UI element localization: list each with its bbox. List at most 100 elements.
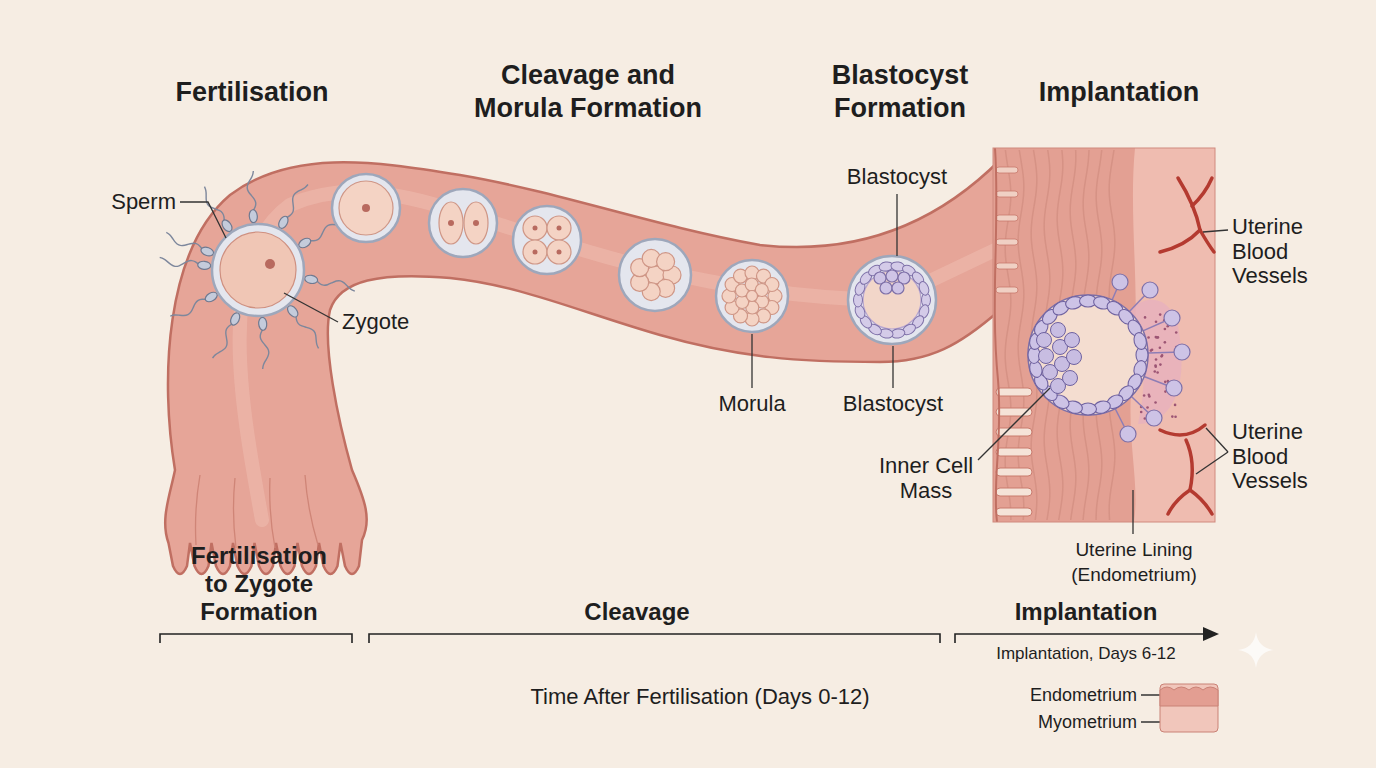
stipple-dot	[1175, 331, 1178, 334]
leader-line	[1203, 230, 1228, 232]
stipple-dot	[1143, 394, 1146, 397]
stipple-dot	[1155, 358, 1158, 361]
timeline-bracket	[369, 634, 940, 643]
nucleus	[533, 250, 538, 255]
uterine-wall	[993, 148, 1215, 522]
trophoblast-bulb	[1120, 426, 1136, 442]
part-label: Zygote	[342, 309, 452, 335]
blastomere	[464, 202, 488, 244]
sperm-tail	[247, 171, 256, 211]
stipple-dot	[1140, 411, 1143, 414]
blastomere	[439, 202, 463, 244]
fimbria-fold	[270, 478, 275, 548]
zona-pellucida	[716, 260, 788, 332]
stipple-dot	[1154, 401, 1157, 404]
blood-vessel	[1192, 178, 1212, 206]
blood-vessel	[1200, 230, 1214, 252]
blastomere	[547, 216, 571, 240]
part-label: Uterine Blood Vessels	[1232, 215, 1344, 289]
sperm-head	[200, 246, 215, 258]
trophoblast-cell	[917, 280, 930, 296]
sperm-tail	[160, 257, 200, 266]
embryo	[212, 174, 936, 344]
uterine-gland	[996, 287, 1018, 293]
tube-wall	[165, 160, 1000, 574]
timeline-bracket	[160, 627, 1219, 643]
stipple-dot	[1155, 320, 1158, 323]
leader-line	[1196, 452, 1228, 474]
zygote-cell	[220, 232, 296, 308]
nucleus	[265, 259, 275, 269]
uterine-gland	[996, 239, 1018, 245]
stage-heading: Cleavage and Morula Formation	[463, 59, 713, 125]
trophoblast-bulb	[1164, 310, 1180, 326]
inner-cell-mass	[1051, 323, 1066, 338]
inner-cell-mass	[1063, 371, 1078, 386]
uterine-gland	[996, 448, 1032, 456]
stipple-dot	[1144, 316, 1147, 319]
sperm-tail	[170, 299, 207, 316]
nucleus	[473, 220, 479, 226]
uterine-gland	[996, 263, 1018, 269]
nucleus	[557, 226, 562, 231]
tissue-key	[1160, 684, 1218, 732]
zona-pellucida	[332, 174, 400, 242]
uterine-gland	[996, 388, 1032, 396]
uterine-outline	[993, 148, 1215, 522]
uterine-gland	[996, 468, 1032, 476]
part-label: Uterine Lining (Endometrium)	[1049, 537, 1219, 587]
zona-pellucida	[429, 189, 497, 257]
inner-cell-mass	[1039, 349, 1054, 364]
key-label: Endometrium	[987, 684, 1137, 706]
myometrium-sample	[1160, 684, 1218, 732]
leader-line	[1206, 428, 1228, 452]
sperm-tail	[260, 329, 269, 369]
arrowhead	[1203, 627, 1219, 641]
uterine-gland	[996, 167, 1018, 173]
stipple-dot	[1154, 364, 1157, 367]
uterine-lumen-edge	[995, 148, 1000, 522]
sperm-tail	[286, 184, 308, 217]
blood-vessel	[1160, 425, 1205, 435]
uterine-gland	[996, 215, 1018, 221]
stipple-dot	[1174, 415, 1177, 418]
sperm-tail	[166, 232, 202, 249]
timeline-arrow	[955, 634, 1206, 643]
stipple-dot	[1159, 313, 1162, 316]
stipple-dot	[1146, 406, 1149, 409]
endometrium-texture	[1018, 150, 1024, 520]
fimbria-fold	[196, 475, 201, 545]
leader-line	[284, 293, 338, 322]
sperm-head	[249, 209, 258, 223]
stipple-dot	[1156, 371, 1159, 374]
stipple-dot	[1159, 363, 1162, 366]
uterine-gland	[996, 508, 1032, 516]
sperm-head	[197, 261, 211, 270]
part-label: Sperm	[86, 189, 176, 215]
fimbria-fold	[233, 478, 236, 548]
fallopian-tube	[165, 160, 1000, 574]
stage-heading: Implantation	[1004, 76, 1234, 108]
nucleus	[362, 204, 370, 212]
key-label: Myometrium	[987, 711, 1137, 733]
stipple-dot	[1161, 354, 1164, 357]
zona-pellucida	[619, 239, 691, 311]
blood-vessel	[1168, 490, 1190, 514]
stipple-dot	[1148, 393, 1151, 396]
phase-label: Fertilisation to Zygote Formation	[184, 542, 334, 626]
leader-line	[751, 334, 752, 388]
stipple-dot	[1164, 381, 1167, 384]
fimbria-fold	[305, 475, 318, 545]
zona-pellucida	[513, 206, 581, 274]
timeline-bracket	[160, 634, 352, 643]
uterine-gland	[996, 191, 1018, 197]
endometrium-region	[993, 148, 1215, 522]
stipple-dot	[1156, 336, 1159, 339]
trophoblast-bulb	[1112, 274, 1128, 290]
nucleus	[557, 250, 562, 255]
sperm-head	[229, 311, 242, 326]
phase-label: Cleavage	[537, 598, 737, 626]
stage-heading: Blastocyst Formation	[800, 59, 1000, 125]
stipple-dot	[1164, 328, 1167, 331]
